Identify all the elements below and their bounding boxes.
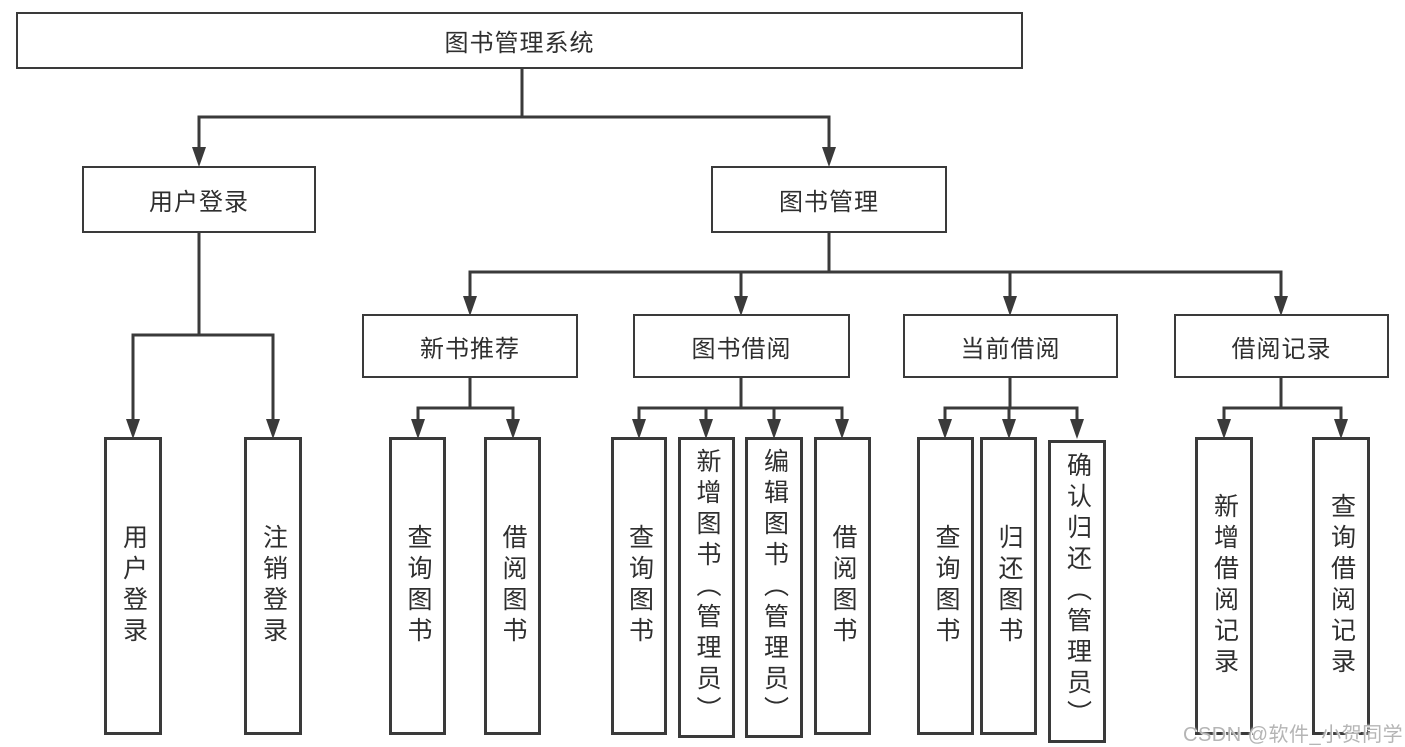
leaf-user-login: 用户登录 bbox=[104, 437, 162, 735]
arrowheads bbox=[126, 147, 1348, 439]
node-label: 当前借阅 bbox=[960, 335, 1061, 363]
node-label: 编辑图书（管理员） bbox=[760, 448, 789, 727]
leaf-borrow-books-under-borrowing: 借阅图书 bbox=[814, 437, 871, 735]
leaf-borrow-books-under-recommend: 借阅图书 bbox=[484, 437, 541, 735]
node-label: 图书管理系统 bbox=[444, 30, 595, 57]
leaf-query-books-under-borrowing: 查询图书 bbox=[611, 437, 667, 735]
leaf-add-borrow-record: 新增借阅记录 bbox=[1195, 437, 1253, 735]
node-label: 查询图书 bbox=[625, 524, 654, 648]
node-label: 图书管理 bbox=[779, 189, 879, 216]
leaf-query-books-under-recommend: 查询图书 bbox=[389, 437, 446, 735]
node-label: 新增图书（管理员） bbox=[693, 448, 721, 727]
leaf-query-borrow-record: 查询借阅记录 bbox=[1312, 437, 1370, 735]
node-label: 借阅图书 bbox=[829, 524, 857, 648]
node-label: 查询图书 bbox=[404, 524, 432, 648]
leaf-query-books-under-current: 查询图书 bbox=[917, 437, 974, 735]
leaf-add-books-admin: 新增图书（管理员） bbox=[678, 437, 735, 738]
node-borrowing-records: 借阅记录 bbox=[1174, 314, 1389, 378]
node-new-book-recommend: 新书推荐 bbox=[362, 314, 578, 378]
leaf-return-books: 归还图书 bbox=[980, 437, 1037, 735]
node-label: 图书借阅 bbox=[691, 335, 792, 363]
node-label: 用户登录 bbox=[119, 524, 148, 648]
node-label: 用户登录 bbox=[149, 189, 249, 216]
node-book-management: 图书管理 bbox=[711, 166, 947, 233]
node-label: 新书推荐 bbox=[420, 335, 520, 363]
leaf-logout: 注销登录 bbox=[244, 437, 302, 735]
node-user-login: 用户登录 bbox=[82, 166, 316, 233]
leaf-edit-books-admin: 编辑图书（管理员） bbox=[745, 437, 803, 738]
node-book-borrowing: 图书借阅 bbox=[633, 314, 850, 378]
node-label: 注销登录 bbox=[259, 524, 288, 648]
node-label: 借阅记录 bbox=[1231, 335, 1332, 363]
node-label: 查询借阅记录 bbox=[1327, 493, 1356, 679]
watermark: CSDN @软件_小贺同学 bbox=[1183, 724, 1404, 746]
node-label: 归还图书 bbox=[995, 524, 1023, 648]
node-label: 确认归还（管理员） bbox=[1063, 452, 1092, 731]
node-current-borrowing: 当前借阅 bbox=[903, 314, 1118, 378]
node-label: 新增借阅记录 bbox=[1210, 493, 1239, 679]
node-label: 查询图书 bbox=[932, 524, 960, 648]
node-label: 借阅图书 bbox=[499, 524, 527, 648]
node-root: 图书管理系统 bbox=[16, 12, 1023, 69]
leaf-confirm-return-admin: 确认归还（管理员） bbox=[1048, 440, 1106, 743]
